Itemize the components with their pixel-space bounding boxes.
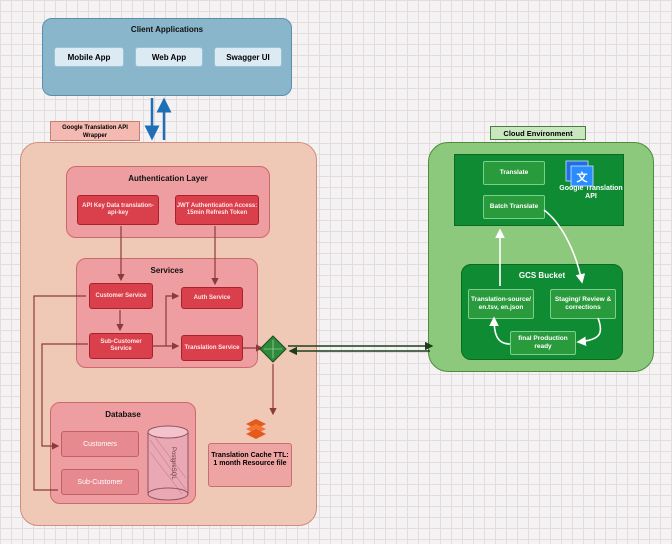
client-applications-group: Client Applications Mobile App Web App S… bbox=[42, 18, 292, 96]
services-title: Services bbox=[150, 266, 184, 275]
auth-service-node[interactable]: Auth Service bbox=[181, 287, 243, 309]
staging-review-node[interactable]: Staging/ Review & corrections bbox=[550, 289, 616, 319]
client-applications-title: Client Applications bbox=[130, 25, 204, 34]
mobile-app-node[interactable]: Mobile App bbox=[54, 47, 124, 67]
web-app-node[interactable]: Web App bbox=[135, 47, 203, 67]
postgresql-label: PostgreSQL bbox=[170, 446, 176, 480]
sub-customer-table[interactable]: Sub-Customer bbox=[61, 469, 139, 495]
database-title: Database bbox=[105, 410, 141, 419]
sub-customer-service-node[interactable]: Sub-Customer Service bbox=[89, 333, 153, 359]
translate-node[interactable]: Translate bbox=[483, 161, 545, 185]
authentication-layer-title: Authentication Layer bbox=[128, 174, 208, 183]
translation-service-node[interactable]: Translation Service bbox=[181, 335, 243, 361]
authentication-layer: Authentication Layer API Key Data transl… bbox=[66, 166, 270, 238]
client-wrapper-arrows bbox=[144, 97, 172, 141]
final-production-node[interactable]: final Production ready bbox=[510, 331, 576, 355]
batch-translate-node[interactable]: Batch Translate bbox=[483, 195, 545, 219]
services-layer: Services Customer Service Auth Service S… bbox=[76, 258, 258, 368]
cloud-environment-label: Cloud Environment bbox=[490, 126, 586, 140]
customers-table[interactable]: Customers bbox=[61, 431, 139, 457]
translation-source-node[interactable]: Translation-source/ en.tsv, en.json bbox=[468, 289, 534, 319]
wrapper-label: Google Translation API Wrapper bbox=[50, 121, 140, 141]
google-translation-api-label: Google Translation API bbox=[559, 185, 623, 200]
translation-cache-node[interactable]: Translation Cache TTL: 1 month Resource … bbox=[208, 443, 292, 487]
customer-service-node[interactable]: Customer Service bbox=[89, 283, 153, 309]
translation-api-panel: Translate Batch Translate Google Transla… bbox=[454, 154, 624, 226]
jwt-auth-node[interactable]: JWT Authentication Access: 15min Refresh… bbox=[175, 195, 259, 225]
gcs-bucket-title: GCS Bucket bbox=[518, 271, 566, 280]
swagger-ui-node[interactable]: Swagger UI bbox=[214, 47, 282, 67]
gcs-bucket-panel: GCS Bucket Translation-source/ en.tsv, e… bbox=[461, 264, 623, 360]
api-key-node[interactable]: API Key Data translation-api-key bbox=[77, 195, 159, 225]
